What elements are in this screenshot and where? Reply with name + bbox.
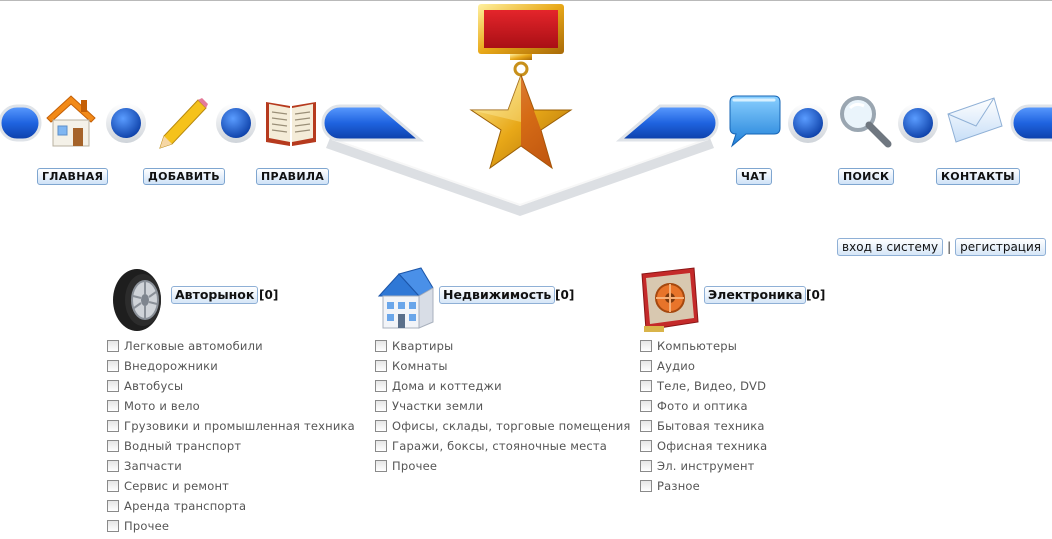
register-link[interactable]: регистрация bbox=[955, 238, 1046, 256]
checkbox[interactable] bbox=[375, 340, 387, 352]
checkbox[interactable] bbox=[375, 380, 387, 392]
list-item: Фото и оптика bbox=[640, 396, 767, 416]
nav-bar-graphic bbox=[0, 103, 1052, 216]
header: ГЛАВНАЯ ДОБАВИТЬ ПРАВИЛА ЧАТ ПОИСК КОНТА… bbox=[0, 0, 1052, 230]
checkbox[interactable] bbox=[640, 440, 652, 452]
list-item: Аренда транспорта bbox=[107, 496, 355, 516]
list-item: Теле, Видео, DVD bbox=[640, 376, 767, 396]
envelope-icon[interactable] bbox=[946, 92, 1004, 150]
checkbox[interactable] bbox=[375, 400, 387, 412]
login-link[interactable]: вход в систему bbox=[837, 238, 944, 256]
list-item: Сервис и ремонт bbox=[107, 476, 355, 496]
list-item: Мото и вело bbox=[107, 396, 355, 416]
list-item: Разное bbox=[640, 476, 767, 496]
category-title[interactable]: Авторынок bbox=[171, 286, 259, 304]
top-border-line bbox=[0, 0, 1052, 1]
list-item: Легковые автомобили bbox=[107, 336, 355, 356]
category-electronics: Электроника [0] Компьютеры Аудио Теле, В… bbox=[640, 266, 825, 496]
nav-rules-button[interactable]: ПРАВИЛА bbox=[256, 168, 330, 185]
checkbox[interactable] bbox=[640, 400, 652, 412]
category-auto: Авторынок [0] Легковые автомобили Внедор… bbox=[107, 266, 355, 536]
checkbox[interactable] bbox=[640, 380, 652, 392]
list-item: Участки земли bbox=[375, 396, 631, 416]
checkbox[interactable] bbox=[107, 520, 119, 532]
auth-links: вход в систему | регистрация bbox=[837, 238, 1046, 256]
video-card-icon bbox=[641, 267, 699, 332]
magnifier-icon[interactable] bbox=[836, 92, 894, 150]
nav-search-button[interactable]: ПОИСК bbox=[838, 168, 895, 185]
nav-add-button[interactable]: ДОБАВИТЬ bbox=[143, 168, 225, 185]
checkbox[interactable] bbox=[107, 380, 119, 392]
checkbox[interactable] bbox=[107, 500, 119, 512]
checkbox[interactable] bbox=[640, 420, 652, 432]
category-count: [0] bbox=[259, 288, 279, 302]
checkbox[interactable] bbox=[107, 440, 119, 452]
list-item: Запчасти bbox=[107, 456, 355, 476]
list-item: Квартиры bbox=[375, 336, 631, 356]
book-icon[interactable] bbox=[262, 92, 320, 150]
checkbox[interactable] bbox=[640, 360, 652, 372]
list-item: Офисная техника bbox=[640, 436, 767, 456]
checkbox[interactable] bbox=[107, 400, 119, 412]
checkbox[interactable] bbox=[107, 340, 119, 352]
checkbox[interactable] bbox=[107, 460, 119, 472]
checkbox[interactable] bbox=[640, 480, 652, 492]
checkbox[interactable] bbox=[375, 360, 387, 372]
list-item: Офисы, склады, торговые помещения bbox=[375, 416, 631, 436]
checkbox[interactable] bbox=[375, 440, 387, 452]
list-item: Компьютеры bbox=[640, 336, 767, 356]
checkbox[interactable] bbox=[107, 420, 119, 432]
house-icon[interactable] bbox=[41, 92, 99, 150]
checkbox[interactable] bbox=[375, 460, 387, 472]
list-item: Прочее bbox=[375, 456, 631, 476]
list-item: Гаражи, боксы, стояночные места bbox=[375, 436, 631, 456]
auth-separator: | bbox=[947, 240, 952, 254]
nav-contacts-button[interactable]: КОНТАКТЫ bbox=[936, 168, 1020, 185]
chat-bubble-icon[interactable] bbox=[724, 92, 782, 150]
list-item: Автобусы bbox=[107, 376, 355, 396]
building-icon bbox=[377, 267, 434, 329]
list-item: Комнаты bbox=[375, 356, 631, 376]
list-item: Эл. инструмент bbox=[640, 456, 767, 476]
list-item: Водный транспорт bbox=[107, 436, 355, 456]
list-item: Грузовики и промышленная техника bbox=[107, 416, 355, 436]
category-title[interactable]: Недвижимость bbox=[439, 286, 556, 304]
category-title[interactable]: Электроника bbox=[704, 286, 807, 304]
list-item: Внедорожники bbox=[107, 356, 355, 376]
list-item: Аудио bbox=[640, 356, 767, 376]
checkbox[interactable] bbox=[375, 420, 387, 432]
checkbox[interactable] bbox=[107, 360, 119, 372]
list-item: Прочее bbox=[107, 516, 355, 536]
car-tire-icon bbox=[113, 269, 161, 331]
checkbox[interactable] bbox=[640, 340, 652, 352]
category-count: [0] bbox=[806, 288, 826, 302]
gold-star-medal-icon bbox=[469, 4, 573, 170]
category-real-estate: Недвижимость [0] Квартиры Комнаты Дома и… bbox=[375, 266, 631, 476]
checkbox[interactable] bbox=[640, 460, 652, 472]
category-count: [0] bbox=[555, 288, 575, 302]
nav-chat-button[interactable]: ЧАТ bbox=[736, 168, 772, 185]
list-item: Дома и коттеджи bbox=[375, 376, 631, 396]
list-item: Бытовая техника bbox=[640, 416, 767, 436]
pencil-icon[interactable] bbox=[152, 92, 210, 150]
checkbox[interactable] bbox=[107, 480, 119, 492]
nav-home-button[interactable]: ГЛАВНАЯ bbox=[37, 168, 109, 185]
